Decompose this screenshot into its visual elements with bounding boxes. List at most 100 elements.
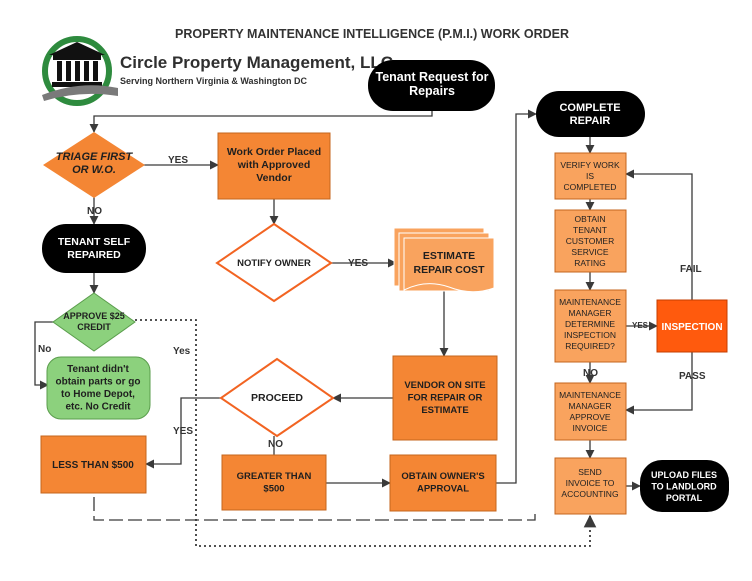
verify-line: COMPLETED — [564, 182, 617, 192]
label-proceed-yes: YES — [173, 426, 193, 437]
send-invoice-line: ACCOUNTING — [561, 489, 618, 499]
label-inspection-pass: PASS — [679, 371, 706, 382]
notify-owner-text: NOTIFY OWNER — [237, 258, 311, 269]
triage-decision — [43, 132, 145, 198]
company-tagline: Serving Northern Virginia & Washington D… — [120, 76, 308, 86]
label-notify-yes: YES — [348, 258, 368, 269]
complete-repair-line: REPAIR — [570, 115, 611, 127]
notify-owner-line: NOTIFY OWNER — [237, 258, 311, 269]
label-approve-no: No — [38, 344, 51, 355]
verify-line: VERIFY WORK — [560, 160, 620, 170]
vendor-onsite-line: FOR REPAIR OR — [408, 393, 483, 404]
inspection-line: INSPECTION — [661, 322, 722, 333]
inspection-box — [656, 299, 728, 353]
mm-approve-line: MAINTENANCE — [559, 390, 621, 400]
tenant-didnt-line: etc. No Credit — [65, 402, 131, 413]
mm-determine-line: INSPECTION — [564, 330, 616, 340]
mm-determine-line: MAINTENANCE — [559, 297, 621, 307]
label-triage-yes: YES — [168, 155, 188, 166]
tenant-didnt-box — [46, 356, 151, 420]
label-approve-yes: Yes — [173, 346, 191, 357]
tenant-self-terminator — [42, 224, 146, 273]
tenant-request-line: Tenant Request for — [376, 70, 489, 84]
label-triage-no: NO — [87, 206, 102, 217]
upload-line: PORTAL — [666, 493, 703, 503]
less500-text: LESS THAN $500 — [52, 460, 134, 471]
verify-box — [554, 152, 627, 200]
rating-line: CUSTOMER — [566, 236, 615, 246]
greater500-text: GREATER THAN $500 — [237, 471, 312, 495]
send-invoice-line: SEND — [578, 467, 602, 477]
mm-approve-box — [554, 382, 627, 441]
work-order-line: with Approved — [237, 159, 311, 171]
estimate-line: ESTIMATE — [423, 250, 475, 262]
company-name: Circle Property Management, LLC — [120, 53, 394, 72]
mm-approve-line: INVOICE — [573, 423, 608, 433]
approve-credit-decision — [52, 292, 136, 352]
obtain-approval-line: APPROVAL — [417, 484, 469, 495]
page-title: PROPERTY MAINTENANCE INTELLIGENCE (P.M.I… — [175, 27, 569, 41]
label-inspection-yes: YES — [632, 321, 649, 330]
tenant-didnt-line: obtain parts or go — [56, 377, 141, 388]
proceed-text: PROCEED — [251, 392, 303, 404]
approve25-line: APPROVE $25 — [63, 311, 125, 321]
tenant-request-line: Repairs — [409, 84, 455, 98]
inspection-text: INSPECTION — [661, 322, 722, 333]
rating-line: SERVICE — [571, 247, 608, 257]
tenant-self-line: REPAIRED — [67, 249, 121, 261]
triage-line: OR W.O. — [72, 164, 116, 176]
mm-approve-line: APPROVE — [569, 412, 610, 422]
send-invoice-box — [554, 457, 627, 515]
tenant-didnt-line: Tenant didn't — [67, 364, 129, 375]
mm-determine-line: DETERMINE — [565, 319, 615, 329]
greater500-line: GREATER THAN — [237, 471, 312, 482]
triage-line: TRIAGE FIRST — [56, 151, 134, 163]
label-inspection-fail: FAIL — [680, 264, 702, 275]
work-order-line: Vendor — [256, 172, 292, 184]
mm-approve-line: MANAGER — [569, 401, 612, 411]
proceed-line: PROCEED — [251, 392, 303, 404]
label-determine-no: NO — [583, 368, 598, 379]
rating-line: OBTAIN — [574, 214, 605, 224]
notify-owner-decision — [215, 222, 333, 303]
greater500-line: $500 — [263, 484, 284, 495]
vendor-onsite-line: ESTIMATE — [421, 405, 468, 416]
estimate-line: REPAIR COST — [414, 264, 486, 276]
approve25-line: CREDIT — [77, 322, 111, 332]
less500-box — [40, 435, 147, 494]
mm-determine-line: REQUIRED? — [565, 341, 615, 351]
vendor-onsite-box — [392, 355, 498, 441]
greater500-box — [221, 454, 327, 511]
connectors — [34, 100, 693, 547]
upload-terminator — [640, 460, 729, 512]
company-logo — [42, 36, 118, 106]
send-invoice-line: INVOICE TO — [566, 478, 615, 488]
obtain-approval-text: OBTAIN OWNER'S APPROVAL — [401, 471, 484, 495]
work-order-line: Work Order Placed — [227, 146, 321, 158]
company-block: Circle Property Management, LLC Serving … — [120, 53, 393, 86]
obtain-approval-line: OBTAIN OWNER'S — [401, 471, 484, 482]
vendor-onsite-line: VENDOR ON SITE — [404, 380, 485, 391]
rating-box — [554, 209, 627, 273]
work-order-box — [217, 132, 331, 200]
verify-line: IS — [586, 171, 594, 181]
rating-line: TENANT — [573, 225, 607, 235]
complete-repair-terminator — [536, 91, 645, 137]
label-proceed-no: NO — [268, 439, 283, 450]
mm-determine-line: MANAGER — [569, 308, 612, 318]
